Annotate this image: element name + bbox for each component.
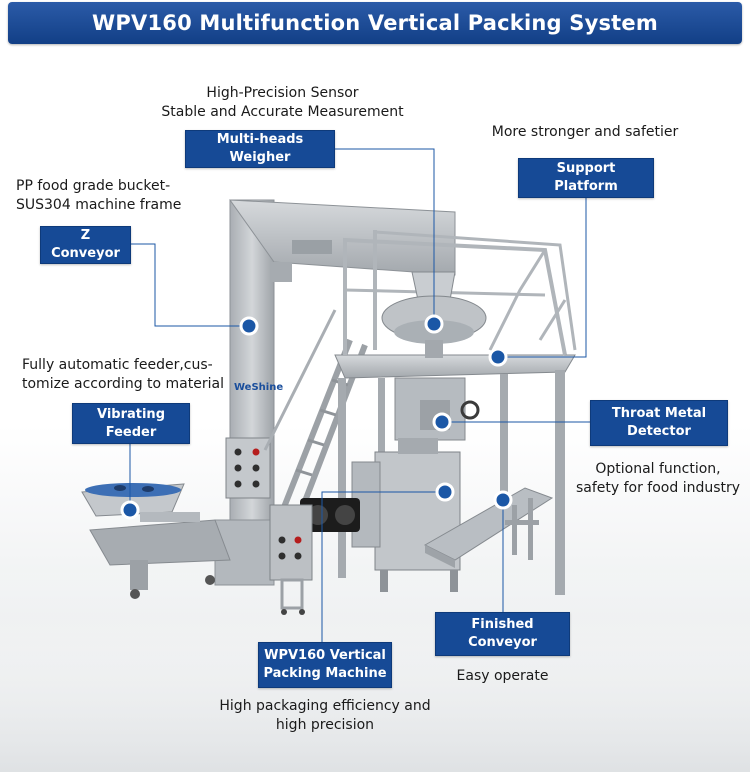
stair-stringer xyxy=(272,338,353,532)
leader-weigher xyxy=(334,148,435,323)
packer-description: High packaging efficiency and high preci… xyxy=(219,698,431,733)
leader-lines xyxy=(129,148,590,642)
label-support-platform: Support Platform xyxy=(518,158,654,198)
control-box xyxy=(225,437,271,499)
control-cabinet xyxy=(269,504,313,581)
label-packing-machine: WPV160 Vertical Packing Machine xyxy=(258,642,392,688)
leader-packer xyxy=(321,491,445,642)
platform-description: More stronger and safetier xyxy=(491,124,679,140)
detector-description: Optional function, safety for food indus… xyxy=(575,461,741,496)
z-conveyor-arm xyxy=(228,199,456,276)
marker-dots xyxy=(120,314,513,520)
label-vibrating-feeder: Vibrating Feeder xyxy=(72,403,190,444)
marker-packer xyxy=(435,482,455,502)
weigher-description: High-Precision Sensor Stable and Accurat… xyxy=(161,85,404,120)
marker-finished xyxy=(493,490,513,510)
label-z-conveyor: Z Conveyor xyxy=(40,226,131,264)
marker-feeder xyxy=(120,500,140,520)
leader-zconveyor xyxy=(130,243,248,327)
feeder-description: Fully automatic feeder,cus- tomize accor… xyxy=(22,357,224,392)
marker-platform xyxy=(488,347,508,367)
label-multi-heads-weigher: Multi-heads Weigher xyxy=(185,130,335,168)
zconveyor-description: PP food grade bucket- SUS304 machine fra… xyxy=(16,178,182,213)
feeder-material xyxy=(85,483,181,497)
support-platform-deck xyxy=(334,354,576,379)
marker-detector xyxy=(432,412,452,432)
marker-weigher xyxy=(424,314,444,334)
label-throat-metal-detector: Throat Metal Detector xyxy=(590,400,728,446)
platform-leg xyxy=(338,378,346,578)
marker-zconveyor xyxy=(239,316,259,336)
leader-platform xyxy=(498,198,587,358)
title-banner: WPV160 Multifunction Vertical Packing Sy… xyxy=(8,2,742,44)
platform-railing xyxy=(343,237,567,356)
label-finished-conveyor: Finished Conveyor xyxy=(435,612,570,656)
page-title: WPV160 Multifunction Vertical Packing Sy… xyxy=(92,11,658,35)
brand-logo: WeShine xyxy=(234,382,283,393)
z-conveyor-outlet xyxy=(292,240,332,254)
finished-description: Easy operate xyxy=(456,668,549,684)
